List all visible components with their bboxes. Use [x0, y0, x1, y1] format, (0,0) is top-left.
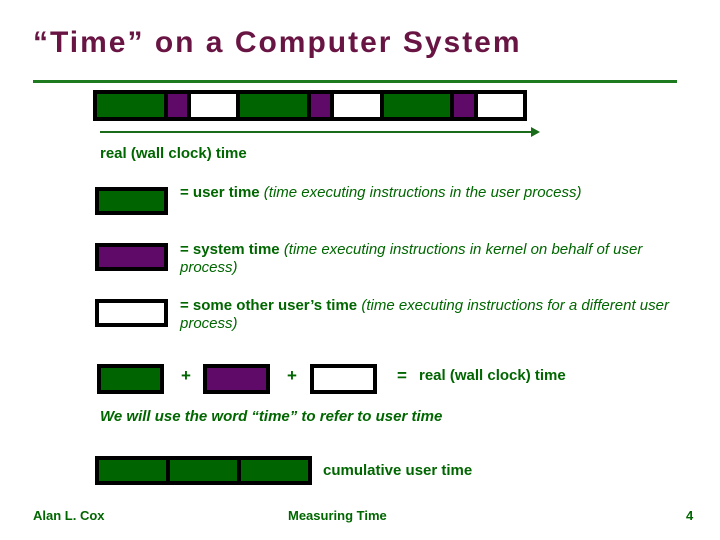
system-time-desc: (time executing instructions in kernel o…	[180, 241, 643, 276]
time-axis-arrow	[100, 127, 540, 137]
slide-title: “Time” on a Computer System	[33, 26, 522, 59]
other-time-segment	[477, 94, 523, 117]
user-time-segment	[170, 460, 237, 481]
equation-result: real (wall clock) time	[419, 367, 566, 384]
title-underline	[33, 80, 677, 83]
legend-text-other: = some other user’s time (time executing…	[180, 297, 694, 333]
timeline-bar	[93, 90, 527, 121]
cumulative-label: cumulative user time	[323, 462, 473, 479]
other-user-time-term: = some other user’s time	[180, 297, 362, 314]
arrow-line	[100, 131, 532, 133]
user-time-segment	[383, 94, 451, 117]
axis-label: real (wall clock) time	[100, 145, 247, 162]
other-user-time-swatch	[95, 299, 168, 327]
arrow-head-icon	[531, 127, 540, 137]
system-time-segment	[454, 94, 474, 117]
other-time-segment	[190, 94, 237, 117]
footer-author: Alan L. Cox	[33, 508, 105, 523]
note-text: We will use the word “time” to refer to …	[100, 408, 443, 425]
cumulative-bar	[95, 456, 312, 485]
system-time-segment	[167, 94, 187, 117]
user-time-segment	[97, 94, 164, 117]
system-time-term: = system time	[180, 241, 284, 258]
system-time-swatch	[95, 243, 168, 271]
plus-sign-2: +	[287, 366, 297, 385]
equation-user-swatch	[97, 364, 164, 394]
legend-text-system: = system time (time executing instructio…	[180, 241, 694, 277]
equation-other-swatch	[310, 364, 377, 394]
user-time-swatch	[95, 187, 168, 215]
user-time-segment	[240, 94, 307, 117]
equation-system-swatch	[203, 364, 270, 394]
user-time-term: = user time	[180, 184, 264, 201]
other-time-segment	[334, 94, 380, 117]
user-time-segment	[99, 460, 166, 481]
equals-sign: =	[397, 366, 407, 385]
footer-page-number: 4	[686, 508, 694, 523]
footer-doc-title: Measuring Time	[288, 508, 387, 523]
plus-sign-1: +	[181, 366, 191, 385]
user-time-segment	[241, 460, 308, 481]
legend-text-user: = user time (time executing instructions…	[180, 184, 694, 202]
system-time-segment	[311, 94, 331, 117]
user-time-desc: (time executing instructions in the user…	[263, 184, 582, 201]
other-user-time-desc: (time executing instructions for a diffe…	[180, 297, 669, 332]
